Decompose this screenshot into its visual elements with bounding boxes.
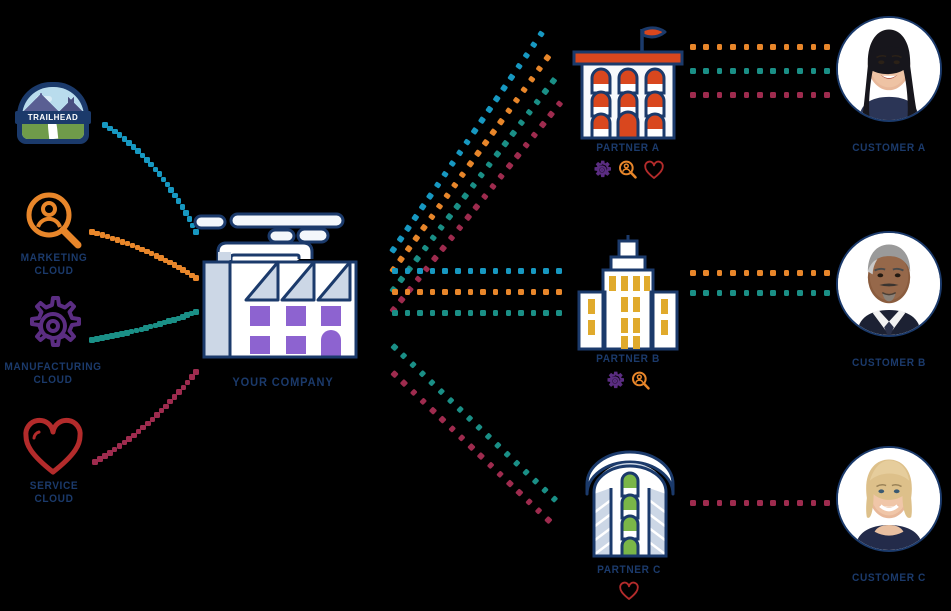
source-label-marketing: MARKETING CLOUD xyxy=(20,252,88,277)
partner-b-label: PARTNER B xyxy=(596,353,660,365)
customer-a-node[interactable]: CUSTOMER A xyxy=(836,16,942,154)
your-company-label: YOUR COMPANY xyxy=(232,375,334,389)
woman-dark-hair-avatar xyxy=(838,18,940,120)
customer-c-node[interactable]: CUSTOMER C xyxy=(836,446,942,584)
source-trailhead[interactable]: TRAILHEAD xyxy=(15,82,91,144)
heart-icon xyxy=(619,581,639,600)
office-building-icon xyxy=(572,26,684,140)
gear-icon xyxy=(594,160,611,178)
customer-b-node[interactable]: CUSTOMER B xyxy=(836,231,942,369)
man-grey-hair-avatar xyxy=(838,233,940,335)
source-label-manufacturing: MANUFACTURING CLOUD xyxy=(4,361,102,386)
source-label-service: SERVICE CLOUD xyxy=(29,480,79,505)
line-partner-a-to-customer-a-1 xyxy=(690,44,830,51)
your-company-node[interactable]: YOUR COMPANY xyxy=(185,212,375,389)
line-partner-a-to-customer-a-2 xyxy=(690,68,830,75)
line-partner-b-to-customer-b-2 xyxy=(690,290,830,297)
round-tower-icon xyxy=(585,450,675,558)
source-service-cloud[interactable]: SERVICE CLOUD xyxy=(22,417,84,505)
magnifier-person-icon xyxy=(619,160,637,179)
heart-icon xyxy=(23,417,83,475)
avatar xyxy=(836,231,942,337)
gear-icon xyxy=(30,296,81,347)
magnifier-person-icon xyxy=(26,192,82,249)
partner-a-capabilities xyxy=(558,160,698,180)
avatar xyxy=(836,446,942,552)
line-partner-c-to-customer-c-1 xyxy=(690,500,830,507)
trailhead-badge-icon: TRAILHEAD xyxy=(15,82,91,144)
avatar xyxy=(836,16,942,122)
woman-blonde-avatar xyxy=(838,448,940,550)
partner-b-capabilities xyxy=(558,371,698,391)
source-marketing-cloud[interactable]: MARKETING CLOUD xyxy=(21,190,87,277)
factory-icon xyxy=(193,212,358,359)
line-partner-a-to-customer-a-3 xyxy=(690,92,830,99)
customer-c-label: CUSTOMER C xyxy=(852,572,926,584)
heart-icon xyxy=(644,160,664,179)
trailhead-wordmark: TRAILHEAD xyxy=(15,111,91,124)
tower-building-icon xyxy=(577,235,679,351)
magnifier-person-icon xyxy=(632,371,650,390)
partner-b-node[interactable]: PARTNER B xyxy=(572,235,684,390)
partner-a-node[interactable]: PARTNER A xyxy=(570,24,686,179)
line-partner-b-to-customer-b-1 xyxy=(690,270,830,277)
gear-icon xyxy=(607,371,624,389)
partner-c-label: PARTNER C xyxy=(597,564,661,576)
line-company-to-partner-b-2 xyxy=(392,289,562,296)
customer-a-label: CUSTOMER A xyxy=(852,142,926,154)
line-company-to-partner-b-3 xyxy=(392,310,562,317)
customer-b-label: CUSTOMER B xyxy=(852,357,926,369)
partner-c-node[interactable]: PARTNER C xyxy=(583,450,677,600)
partner-a-label: PARTNER A xyxy=(596,142,660,154)
partner-c-capabilities xyxy=(559,581,699,601)
line-company-to-partner-b-1 xyxy=(392,268,562,275)
source-manufacturing-cloud[interactable]: MANUFACTURING CLOUD xyxy=(4,295,101,386)
